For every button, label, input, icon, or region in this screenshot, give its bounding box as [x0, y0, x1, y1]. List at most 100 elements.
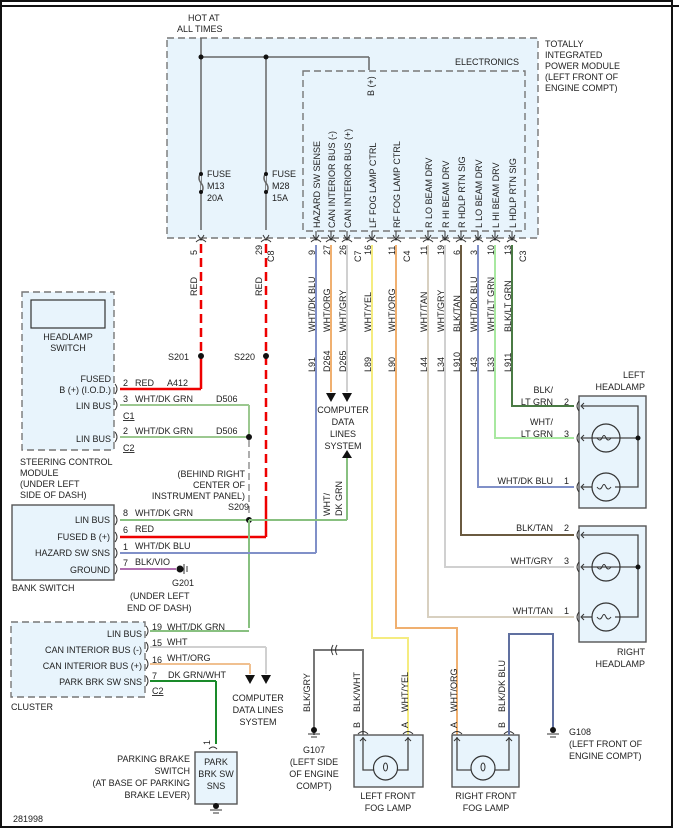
tipm-pin-name: HAZARD SW SENSE	[312, 141, 322, 228]
circuit-id: L44	[419, 357, 429, 372]
pin-number: 29	[254, 245, 264, 255]
arrow-down-icon	[342, 393, 352, 402]
fog-lamp-title: FOG LAMP	[365, 803, 412, 813]
tipm-pin-name: L HDLP RTN SIG	[508, 158, 518, 228]
park-brake-box	[194, 751, 238, 805]
wire-color-label: WHT/	[322, 493, 332, 516]
internal-wire	[456, 737, 471, 771]
wire-color-label: WHT/DK GRN	[135, 508, 193, 518]
wire-color-label: WHT/TAN	[419, 292, 429, 332]
ground-id: G108	[569, 727, 591, 737]
cdl-label: COMPUTER	[232, 693, 284, 703]
park-brake-title: (AT BASE OF PARKING	[92, 778, 190, 788]
pin-number: 7	[123, 558, 128, 568]
parking-brake-switch: 1 PARK BRK SW SNS PARKING BRAKE SWITCH (…	[92, 740, 238, 814]
bulb-group	[576, 529, 641, 632]
ground-location: (LEFT FRONT OF	[569, 739, 643, 749]
tipm-title-line: INTEGRATED	[545, 50, 603, 60]
wire-color-label: LT GRN	[521, 429, 553, 439]
connector-icon	[576, 561, 585, 573]
park-brake-title: SWITCH	[155, 766, 191, 776]
l-hi-beam-wire	[494, 245, 574, 439]
tipm-pin-name: L LO BEAM DRV	[474, 159, 484, 228]
filament-icon	[596, 484, 612, 490]
wire-color-label: RED	[135, 378, 155, 388]
splice-s209: S209	[228, 502, 249, 512]
cluster-title: CLUSTER	[11, 702, 54, 712]
wire-color-label: DK GRN	[334, 481, 344, 516]
right-headlamp-box	[578, 525, 647, 643]
splice-dot	[263, 54, 269, 60]
fog-lamp-title: RIGHT FRONT	[455, 791, 517, 801]
pin-number: 9	[307, 250, 317, 255]
bulb-icon	[591, 602, 621, 632]
cdl-label: SYSTEM	[239, 717, 276, 727]
connector-id: C7	[353, 250, 363, 262]
circuit-id: L43	[469, 357, 479, 372]
l-hdlp-rtn-wire	[511, 245, 574, 407]
connector-icon	[310, 239, 322, 243]
wire-color-label: LT GRN	[521, 397, 553, 407]
wire-color-label: WHT/ORG	[449, 669, 459, 713]
connector-icon	[145, 641, 149, 653]
park-brake-box-label: SNS	[207, 781, 226, 791]
tipm-title-line: TOTALLY	[545, 39, 584, 49]
park-brake-box-label: PARK	[204, 757, 228, 767]
pin-number: 1	[123, 542, 128, 552]
pin-number: 1	[202, 740, 212, 745]
connector-icon	[506, 239, 518, 243]
connector-id: C3	[518, 250, 528, 262]
connector-icon	[576, 529, 585, 541]
cdl-label: DATA LINES	[233, 705, 284, 715]
fuse-rating: 15A	[272, 193, 288, 203]
fuse-terminal	[264, 172, 268, 176]
connector-icon	[145, 625, 149, 637]
tipm-pin-name: RF FOG LAMP CTRL	[392, 141, 402, 228]
connector-icon	[208, 746, 218, 750]
ground-location: OF ENGINE	[289, 769, 339, 779]
bulb-icon	[372, 755, 399, 781]
connector-icon	[195, 239, 207, 243]
right-headlamp-title: RIGHT	[617, 647, 646, 657]
filament-icon	[383, 762, 388, 772]
rf-fog-wire	[395, 245, 458, 735]
tipm-pin-name: R HI BEAM DRV	[441, 161, 451, 228]
splice-dot	[635, 435, 641, 441]
arrow-up-icon	[342, 450, 352, 458]
pin-number: 1	[564, 606, 569, 616]
wire-color-label: RED	[189, 276, 199, 296]
fog-lamp-title: LEFT FRONT	[360, 791, 416, 801]
circuit-id: L91	[307, 357, 317, 372]
ground-location: ENGINE COMPT)	[569, 751, 642, 761]
bulb-group	[357, 731, 414, 781]
splice-dot	[198, 353, 204, 359]
fuse-label: FUSE	[207, 169, 231, 179]
ground-wire	[313, 649, 364, 735]
tipm-pin-name: R LO BEAM DRV	[424, 158, 434, 228]
cluster: CLUSTER LIN BUS CAN INTERIOR BUS (-) CAN…	[10, 621, 284, 744]
cdl-label: LINES	[330, 429, 356, 439]
wire-color-label: BLK/VIO	[135, 557, 170, 567]
circuit-id: D506	[216, 394, 238, 404]
fuse-id: M28	[272, 181, 290, 191]
fuse-m13: FUSE M13 20A	[198, 169, 231, 203]
wire-color-label: WHT/YEL	[400, 672, 410, 712]
pin-number: 11	[419, 246, 429, 255]
tipm-pin-name: LF FOG LAMP CTRL	[368, 143, 378, 228]
wire-color-label: WHT/DK BLU	[135, 541, 191, 551]
wire-color-label: WHT/LT GRN	[486, 277, 496, 332]
ground-location: END OF DASH)	[127, 603, 192, 613]
pin-number: 15	[152, 638, 162, 648]
connector-icon	[576, 400, 585, 412]
left-headlamp-title: HEADLAMP	[595, 382, 645, 392]
fuse-terminal	[199, 172, 203, 176]
cluster-pin-name: CAN INTERIOR BUS (+)	[43, 661, 142, 671]
connector-icon	[576, 611, 585, 623]
connector-icon	[455, 239, 467, 243]
splice-note-line: (BEHIND RIGHT	[178, 469, 246, 479]
